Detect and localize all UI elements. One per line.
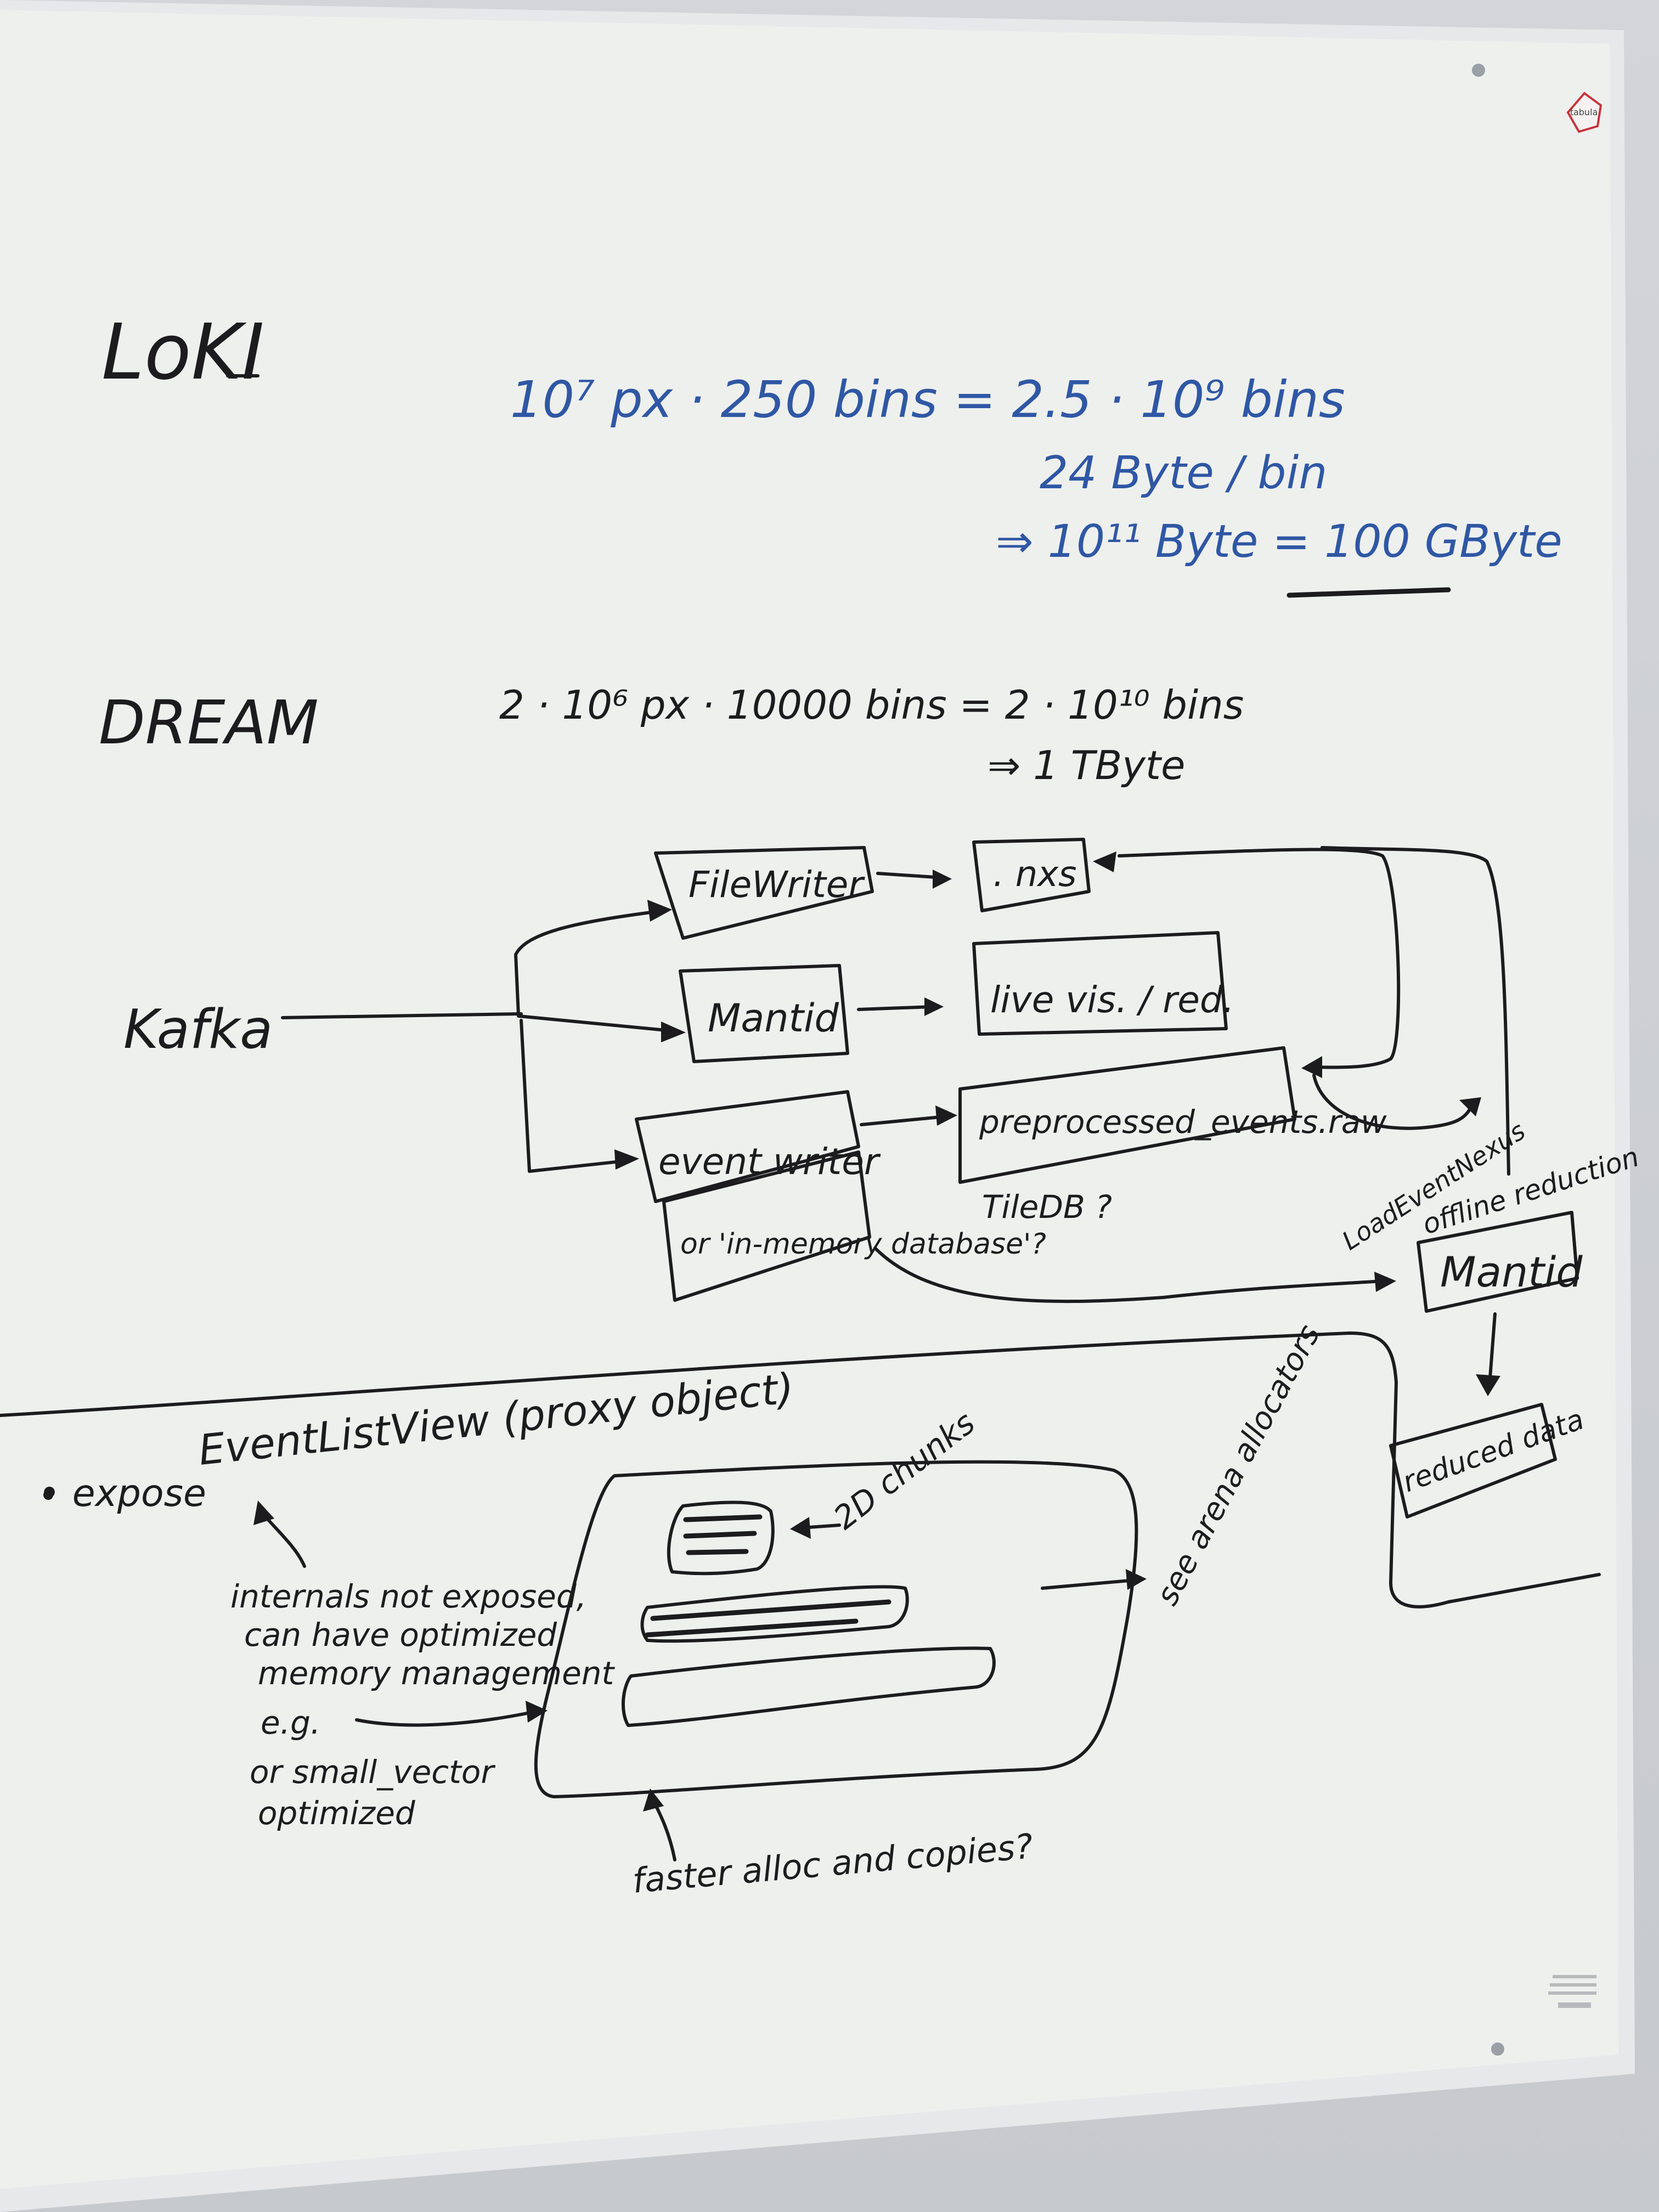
- loki-eq-result: ⇒ 10¹¹ Byte = 100 GByte: [996, 516, 1562, 568]
- dream-title: DREAM: [99, 687, 319, 758]
- small-vector-line-2: optimized: [258, 1795, 416, 1832]
- brand-logo: tabula: [1566, 92, 1602, 133]
- arrowhead-nxs: [933, 870, 952, 889]
- nxs-box: [972, 838, 1091, 912]
- internals-line-2: can have optimized: [244, 1616, 557, 1654]
- loki-eq-bytes-per-bin: 24 Byte / bin: [1040, 447, 1327, 499]
- loop-outer-to-nxs: [1321, 846, 1510, 1176]
- chunk-line-1: [683, 1514, 763, 1522]
- bullet-dot: [43, 1490, 53, 1500]
- section-divider: [0, 1331, 1601, 1609]
- loki-title: LoKI: [101, 308, 264, 397]
- screw-bottom: [1491, 2042, 1504, 2056]
- chunk-wide-box-2: [621, 1646, 996, 1727]
- arrowhead-loop-preprocessed: [1301, 1056, 1322, 1078]
- loop-nxs-to-preprocessed: [1118, 848, 1401, 1069]
- whiteboard-surface: [0, 10, 1618, 2189]
- arrowhead-chunks: [790, 1517, 811, 1539]
- eg-label: e.g.: [261, 1704, 320, 1741]
- arrowhead-into-nxs: [1093, 851, 1116, 872]
- proxy-object-outline: [534, 1460, 1138, 1798]
- arrowhead-reduced: [1476, 1374, 1500, 1396]
- filewriter-box: [654, 846, 874, 940]
- arrow-mantid-live: [857, 1005, 934, 1011]
- arrowhead-preprocessed: [935, 1105, 957, 1126]
- inmemory-box: [662, 1150, 871, 1302]
- arrowhead-eg: [526, 1701, 548, 1723]
- branch-to-mantid: [517, 1014, 679, 1033]
- loki-result-underline: [1286, 587, 1451, 598]
- nxs-label: . nxs: [993, 854, 1076, 895]
- arrowhead-arena: [1126, 1569, 1147, 1590]
- arrowhead-eventwriter: [614, 1149, 639, 1170]
- chunk-wide-box-1: [640, 1585, 909, 1643]
- internals-line-3: memory management: [258, 1655, 616, 1692]
- loki-eq-main: 10⁷ px · 250 bins = 2.5 · 10⁹ bins: [510, 370, 1345, 429]
- live-label: live vis. / red.: [990, 979, 1234, 1021]
- preprocessed-box: [958, 1046, 1296, 1184]
- brand-logo-text: tabula: [1570, 107, 1598, 117]
- live-box: [972, 931, 1228, 1036]
- kafka-trunk: [281, 1012, 523, 1019]
- tiledb-label: TileDB ?: [982, 1188, 1112, 1226]
- filewriter-label: FileWriter: [689, 864, 865, 906]
- arrow-arena: [1041, 1578, 1137, 1590]
- offline-mantid-box: [1417, 1211, 1579, 1313]
- preprocessed-label: preprocessed_events.raw: [979, 1103, 1387, 1141]
- arrow-eventwriter-preprocessed: [860, 1115, 948, 1126]
- offline-mantid-label: Mantid: [1440, 1248, 1583, 1296]
- chunk-line-3: [686, 1549, 749, 1555]
- small-vector-line-1: or small_vector: [250, 1753, 495, 1791]
- screw-top: [1472, 64, 1485, 77]
- eventwriter-box: [635, 1090, 860, 1203]
- arrow-mantid-reduced: [1488, 1312, 1497, 1387]
- expose-label: • expose: [38, 1472, 206, 1515]
- arrowhead-inmemory-mantid: [1374, 1272, 1396, 1292]
- branch-to-filewriter: [514, 909, 665, 1017]
- kafka-label: Kafka: [123, 998, 273, 1061]
- arrowhead-to-offline-mantid: [1459, 1097, 1481, 1116]
- arrow-inmemory-to-mantid: [873, 1246, 1384, 1304]
- sticker-bottom: [1548, 1975, 1596, 2008]
- arrow-preprocessed-to-mantid: [1312, 1074, 1472, 1130]
- arrowhead-eventlistview: [253, 1500, 274, 1525]
- mantid-label: Mantid: [708, 996, 839, 1041]
- inmemory-label: or 'in-memory database'?: [680, 1228, 1046, 1261]
- dream-eq-result: ⇒ 1 TByte: [988, 742, 1185, 788]
- chunk-wide-line-1: [650, 1599, 891, 1621]
- mantid-box: [679, 964, 849, 1063]
- chunk-small-box: [667, 1500, 775, 1576]
- arrowhead-filewriter: [647, 900, 672, 922]
- chunk-wide-line-2: [645, 1618, 859, 1638]
- reduced-box: [1389, 1403, 1557, 1519]
- internals-line-1: internals not exposed,: [230, 1578, 586, 1615]
- chunk-line-2: [683, 1531, 757, 1539]
- arrowhead-faster: [643, 1788, 664, 1812]
- arrowhead-mantid: [661, 1022, 686, 1042]
- arrowhead-live: [924, 997, 944, 1016]
- arrow-eg: [355, 1710, 537, 1727]
- branch-to-eventwriter: [520, 1019, 633, 1173]
- eventwriter-label: event writer: [658, 1141, 881, 1183]
- dream-eq-main: 2 · 10⁶ px · 10000 bins = 2 · 10¹⁰ bins: [499, 682, 1244, 728]
